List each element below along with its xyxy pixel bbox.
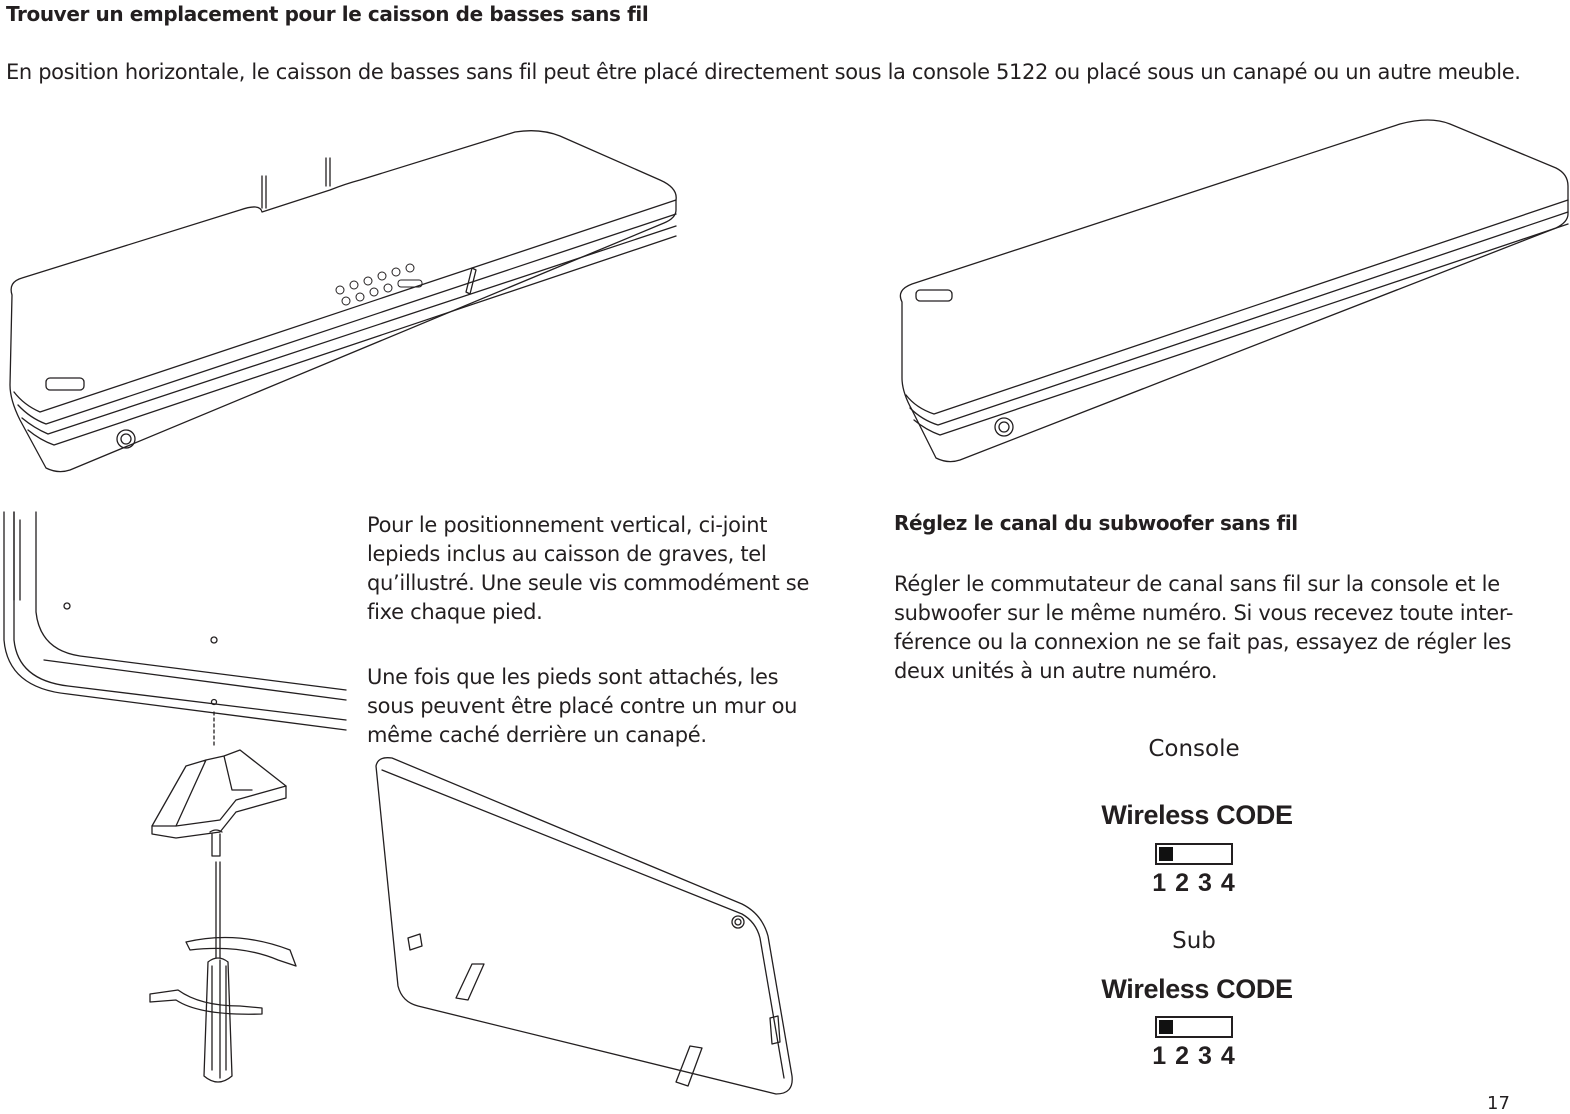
console-switch-knob (1159, 847, 1173, 861)
sub-wireless-code-label: Wireless CODE (1101, 974, 1293, 1004)
console-label: Console (1148, 736, 1240, 762)
sub-code-switch (1155, 1016, 1233, 1038)
intro-paragraph: En position horizontale, le caisson de b… (6, 60, 1521, 84)
page-title: Trouver un emplacement pour le caisson d… (6, 2, 649, 26)
sub-switch-knob (1159, 1020, 1173, 1034)
console-top-view-illustration (900, 120, 1568, 462)
sub-code-numbers: 1 2 3 4 (1152, 1042, 1236, 1070)
placement-paragraph: Une fois que les pieds sont attachés, le… (367, 665, 798, 747)
console-wireless-code-label: Wireless CODE (1101, 800, 1293, 830)
console-code-numbers: 1 2 3 4 (1152, 869, 1236, 897)
sub-label: Sub (1172, 928, 1216, 954)
page-number: 17 (1487, 1093, 1510, 1114)
foot-assembly-illustration (4, 512, 346, 1082)
wireless-section-heading: Réglez le canal du subwoofer sans fil (894, 511, 1298, 535)
console-code-switch (1155, 843, 1233, 865)
wireless-section-paragraph: Régler le commutateur de canal sans fil … (894, 572, 1514, 683)
vertical-subwoofer-illustration (376, 758, 792, 1094)
console-illustration (10, 131, 676, 472)
vertical-positioning-paragraph: Pour le positionnement vertical, ci-join… (367, 513, 810, 624)
